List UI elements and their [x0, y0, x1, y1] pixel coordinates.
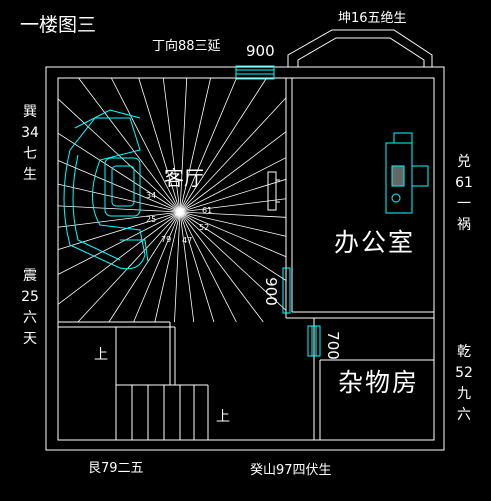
office-door-dimension: 900 — [261, 277, 280, 306]
direction-ray — [179, 157, 287, 213]
direction-ray — [179, 211, 287, 311]
direction-ray — [57, 205, 181, 213]
storage-door — [307, 325, 321, 357]
direction-ray — [179, 211, 237, 323]
direction-ray — [179, 77, 267, 213]
direction-ray — [179, 211, 287, 218]
tv-stand — [267, 171, 280, 211]
direction-ray — [57, 132, 181, 213]
direction-ray — [57, 211, 181, 228]
ray-number: 52 — [199, 223, 210, 232]
direction-ray — [179, 211, 287, 281]
drawing-title: 一楼图三 — [20, 14, 97, 36]
ray-number: 79 — [161, 235, 172, 244]
direction-ray — [108, 211, 181, 323]
room-office: 办公室 — [334, 228, 416, 257]
direction-ray — [138, 77, 181, 213]
staircase — [115, 322, 209, 440]
direction-ray — [179, 97, 287, 213]
direction-ray — [57, 160, 181, 213]
office-door — [282, 267, 291, 314]
office-desk — [385, 132, 429, 214]
top-window — [235, 65, 275, 80]
ray-number: 47 — [182, 236, 193, 245]
direction-ray — [179, 211, 287, 258]
interior-walls — [58, 78, 434, 440]
direction-ray — [162, 77, 181, 213]
direction-ray — [57, 211, 181, 305]
direction-ray — [154, 211, 181, 323]
outer-walls — [45, 66, 445, 451]
direction-ray — [110, 77, 181, 213]
direction-ray — [77, 211, 181, 323]
direction-ray — [174, 211, 181, 323]
direction-ray — [179, 77, 211, 213]
storage-door-dimension: 700 — [323, 331, 342, 360]
direction-ray — [57, 211, 181, 250]
direction-ray — [179, 77, 237, 213]
direction-ray — [57, 211, 181, 275]
bottom-direction-label: 癸山97四伏生 — [250, 463, 332, 478]
room-living: 客厅 — [164, 166, 204, 190]
ray-number: 25 — [146, 215, 157, 224]
bay-window — [287, 29, 433, 67]
direction-ray — [57, 183, 181, 213]
sofa-set — [63, 109, 149, 270]
direction-ray — [179, 131, 287, 213]
stair-up-label-2: 上 — [216, 409, 230, 425]
direction-ray — [179, 211, 215, 323]
top-direction-label: 丁向88三延 — [152, 39, 221, 54]
ray-number: 34 — [146, 191, 157, 200]
direction-ray — [133, 211, 181, 323]
ray-number: 61 — [202, 206, 213, 215]
stair-up-label-1: 上 — [94, 347, 108, 363]
direction-ray — [179, 77, 188, 213]
direction-ray — [179, 211, 264, 323]
direction-ray — [179, 211, 287, 237]
top-window-dimension: 900 — [246, 42, 275, 60]
top-right-direction-label: 坤16五绝生 — [338, 11, 407, 26]
bottom-left-direction-label: 艮79二五 — [88, 461, 144, 476]
direction-ray — [78, 77, 181, 213]
direction-ray — [179, 211, 195, 323]
room-storage: 杂物房 — [338, 368, 420, 397]
